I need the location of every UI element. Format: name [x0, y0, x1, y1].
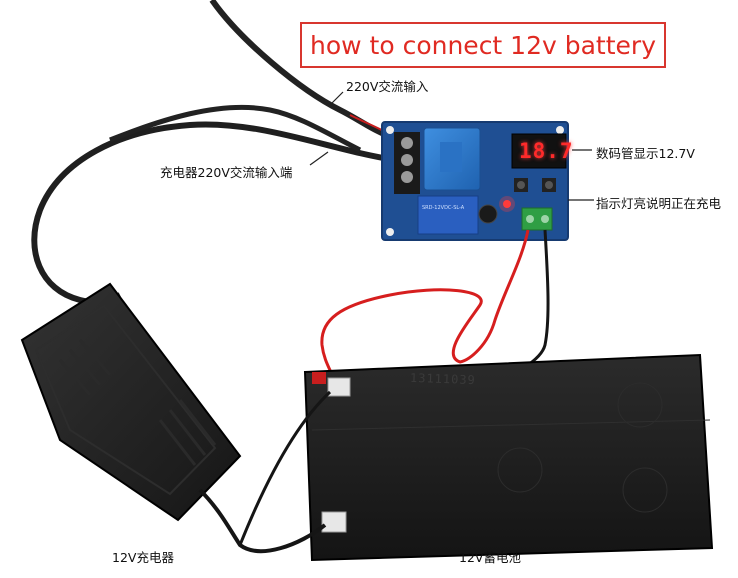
indicator-led-icon [503, 200, 511, 208]
led-display-housing [511, 133, 567, 169]
arrow-ac-input [329, 91, 344, 106]
charger-brick [20, 282, 242, 522]
battery-neg-terminal [321, 511, 347, 533]
terminal-screw [401, 171, 413, 183]
transformer-slot [440, 142, 462, 172]
terminal-screw [401, 137, 413, 149]
arrow-charger-ac [309, 151, 329, 166]
label-charger-ac-input: 充电器220V交流输入端 [160, 165, 293, 180]
battery-pos-terminal [327, 377, 351, 397]
label-ac-input: 220V交流输入 [346, 79, 429, 94]
label-charger: 12V充电器 [112, 550, 174, 565]
label-display-reading: 数码管显示12.7V [596, 146, 695, 161]
battery-serial: 13111039 [409, 370, 477, 388]
tutorial-title: how to connect 12v battery [300, 22, 666, 68]
led-display-reading: 18.7 [519, 139, 574, 163]
label-indicator-charging: 指示灯亮说明正在充电 [596, 196, 722, 211]
charger-dc-cable-red [238, 390, 332, 546]
charger-dc-cable [198, 488, 327, 554]
battery [303, 353, 714, 562]
relay-label: SRD-12VDC-SL-A [422, 205, 465, 211]
ac-input-cable [209, 0, 396, 141]
label-battery: 12V蓄电池 [459, 550, 521, 565]
charger-ac-cord-loop [109, 104, 362, 153]
battery-pos-mark [312, 372, 326, 384]
charger-ac-cord [31, 121, 396, 306]
pcb-hole [386, 228, 394, 236]
pcb-hole [386, 126, 394, 134]
capacitor [478, 204, 498, 224]
red-wire [320, 229, 530, 383]
pcb-hole [556, 126, 564, 134]
output-terminal [521, 207, 553, 231]
relay [417, 195, 479, 235]
terminal-screw [401, 154, 413, 166]
